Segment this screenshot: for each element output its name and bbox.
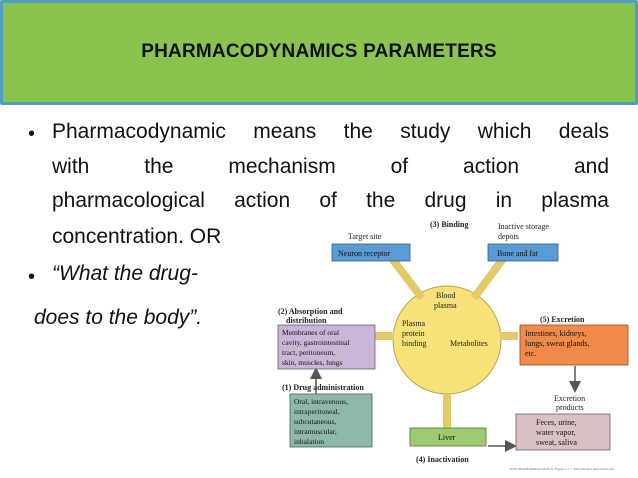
neuron-receptor-box	[331, 243, 411, 262]
administration-box	[289, 393, 373, 448]
bone-fat-text: Bone and fat	[497, 249, 539, 258]
absorption-line: tract, peritoneum,	[282, 348, 335, 357]
excretion-products-label: Excretion	[554, 394, 585, 403]
metabolites-label: Metabolites	[450, 339, 488, 348]
bullet-1-line: pharmacological action of the drug in pl…	[52, 189, 609, 212]
bullet-1-line: with the mechanism of action and	[52, 155, 609, 178]
excretion-line: etc.	[525, 349, 536, 358]
administration-line: inhalation	[294, 437, 324, 446]
products-line: water vapor,	[536, 428, 576, 437]
bullet-1-line: concentration. OR	[52, 225, 222, 248]
bone-fat-box	[487, 243, 559, 262]
plasma-protein-line: binding	[402, 339, 426, 348]
absorption-line: skin, muscles, lungs	[282, 358, 342, 367]
plasma-protein-line: protein	[402, 329, 425, 338]
bullet-marker: •	[28, 266, 36, 288]
bullet-1-line: Pharmacodynamic means the study which de…	[52, 120, 609, 143]
excretion-title: (5) Excretion	[540, 315, 585, 324]
bullet-marker: •	[28, 123, 36, 145]
excretion-products-label-2: products	[556, 403, 584, 412]
plasma-label: plasma	[434, 301, 457, 310]
inactivation-title: (4) Inactivation	[416, 455, 469, 464]
absorption-line: Membranes of oral	[282, 328, 339, 337]
pharmacology-diagram: (3) Binding Target site Inactive storage…	[277, 220, 629, 472]
administration-line: Oral, intravenous,	[294, 397, 348, 406]
flow-arrows	[310, 253, 581, 452]
figure-credit: PSYCHOPHARMACOLOGY, Figure 1.1 © 2005 Si…	[510, 466, 615, 472]
target-site-label: Target site	[348, 232, 382, 241]
products-line: sweat, saliva	[536, 438, 577, 447]
excretion-line: Intestines, kidneys,	[525, 329, 587, 338]
bullet-2-line-1: “What the drug-	[52, 262, 198, 285]
slide-title: PHARMACODYNAMICS PARAMETERS	[141, 41, 497, 62]
products-line: Feces, urine,	[536, 418, 577, 427]
depots-label: depots	[498, 232, 519, 241]
administration-line: intramuscular,	[294, 427, 337, 436]
plasma-protein-line: Plasma	[402, 319, 426, 328]
distribution-title: distribution	[286, 316, 327, 325]
liver-text: Liver	[438, 433, 456, 442]
administration-line: intraperitoneal,	[294, 407, 340, 416]
bullet-2-line-2: does to the body”.	[34, 306, 203, 329]
absorption-box	[277, 324, 376, 370]
blood-label: Blood	[436, 291, 456, 300]
title-banner: PHARMACODYNAMICS PARAMETERS	[0, 0, 638, 105]
binding-title: (3) Binding	[430, 220, 468, 229]
neuron-receptor-text: Neuron receptor	[338, 249, 391, 258]
administration-line: subcutaneous,	[294, 417, 336, 426]
products-box	[515, 413, 611, 451]
administration-title: (1) Drug administration	[282, 383, 364, 392]
liver-box	[409, 427, 487, 447]
excretion-line: lungs, sweat glands,	[525, 339, 589, 348]
inactive-storage-label: Inactive storage	[498, 222, 549, 231]
absorption-title: (2) Absorption and	[278, 307, 343, 316]
excretion-box	[519, 324, 629, 366]
absorption-line: cavity, gastrointestinal	[282, 338, 349, 347]
